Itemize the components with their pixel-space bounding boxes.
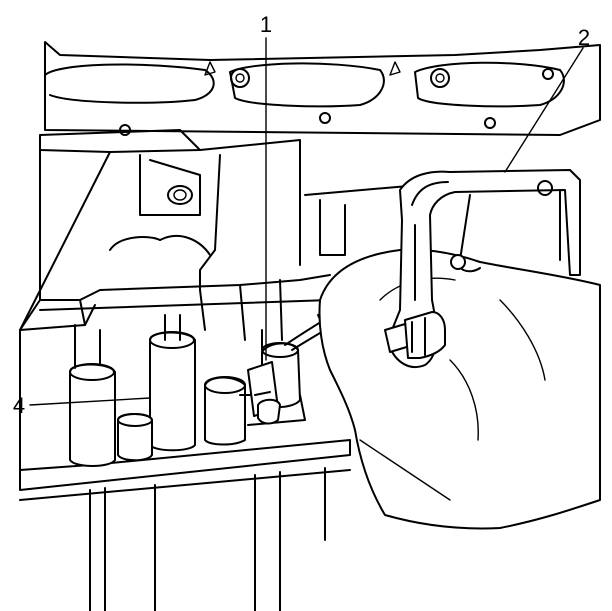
crankshaft-position-sensor <box>247 329 301 425</box>
callout-2-label: 2 <box>578 25 590 50</box>
engine-block <box>19 139 421 471</box>
exhaust-manifold-flange <box>39 41 601 153</box>
callout-labels: 1 2 4 <box>13 12 590 418</box>
callout-4-label: 4 <box>13 393 25 418</box>
callout-1-label: 1 <box>260 12 272 37</box>
sensor-mount <box>204 376 306 446</box>
bracket-bolt <box>384 311 446 359</box>
callout-leaders <box>29 37 584 406</box>
oil-pan-rail <box>19 439 351 611</box>
cylinder-bosses <box>69 314 196 467</box>
shop-cloth <box>318 248 601 530</box>
